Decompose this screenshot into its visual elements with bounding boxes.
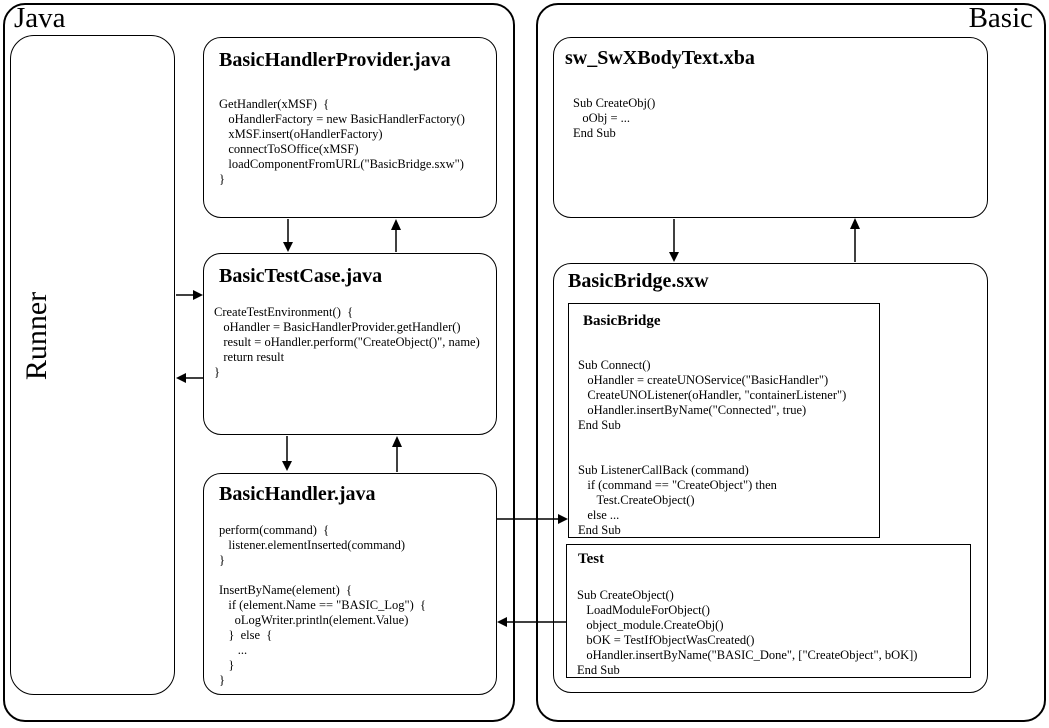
runner-label: Runner <box>20 291 53 381</box>
testcase-title: BasicTestCase.java <box>219 265 383 287</box>
bridge-module-box <box>568 303 880 538</box>
bridge-doc-title: BasicBridge.sxw <box>568 270 709 292</box>
provider-code: GetHandler(xMSF) { oHandlerFactory = new… <box>219 97 465 186</box>
bridge-module-title: BasicBridge <box>583 313 661 329</box>
basic-region-label: Basic <box>968 2 1033 34</box>
testcase-code: CreateTestEnvironment() { oHandler = Bas… <box>214 305 480 379</box>
test-module-title: Test <box>578 551 605 567</box>
bodytext-title: sw_SwXBodyText.xba <box>565 47 755 69</box>
provider-box <box>203 37 497 218</box>
handler-title: BasicHandler.java <box>219 483 376 505</box>
bridge-module-code: Sub Connect() oHandler = createUNOServic… <box>578 358 847 537</box>
bodytext-box <box>553 37 988 218</box>
test-module-code: Sub CreateObject() LoadModuleForObject()… <box>577 588 918 677</box>
java-region-label: Java <box>14 2 66 34</box>
testcase-box <box>203 253 497 435</box>
bodytext-code: Sub CreateObj() oObj = ... End Sub <box>573 96 656 140</box>
test-module-box <box>566 544 971 678</box>
handler-code: perform(command) { listener.elementInser… <box>219 523 427 687</box>
runner-box <box>10 35 175 695</box>
handler-box <box>203 473 497 695</box>
provider-title: BasicHandlerProvider.java <box>219 49 451 71</box>
